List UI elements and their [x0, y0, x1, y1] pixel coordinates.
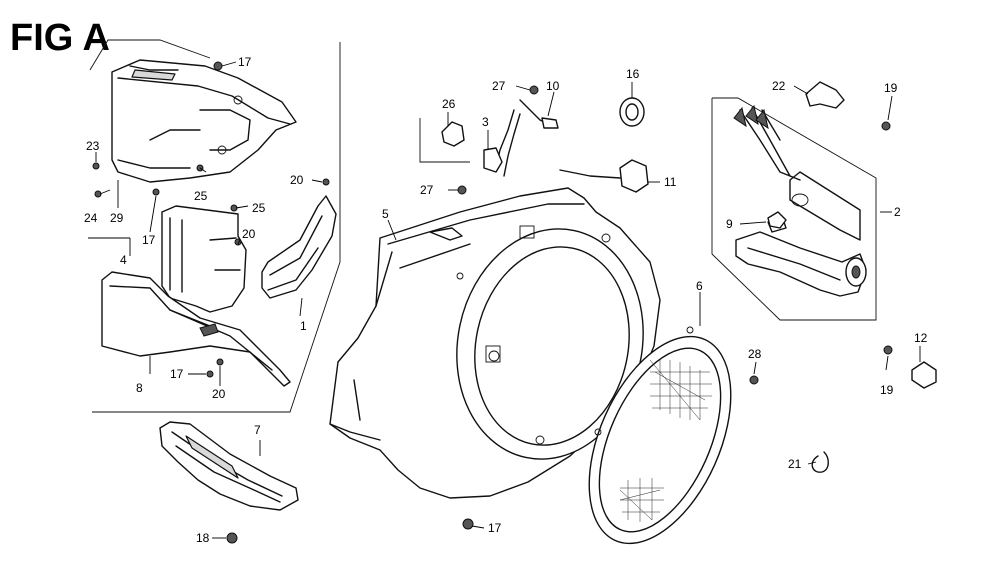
bolts [92, 61, 893, 544]
callout-22: 22 [772, 79, 786, 93]
callout-26: 26 [442, 97, 456, 111]
callout-21: 21 [788, 457, 802, 471]
callout-4: 4 [120, 253, 127, 267]
callout-11: 11 [664, 175, 677, 189]
part-16-plug-cap [619, 97, 645, 127]
callout-17-bottom: 17 [170, 367, 184, 381]
callout-3: 3 [482, 115, 489, 129]
callout-10: 10 [546, 79, 560, 93]
callout-27-top: 27 [492, 79, 506, 93]
callout-17-top: 17 [238, 55, 252, 69]
part-5-fan-shroud [329, 187, 661, 499]
left-group-outline [89, 39, 341, 413]
part-7-lower-shield [159, 421, 299, 511]
callout-1: 1 [300, 319, 307, 333]
callout-20-mid: 20 [242, 227, 256, 241]
callout-28: 28 [748, 347, 762, 361]
part-2-box-outline [711, 97, 877, 321]
callout-19-top: 19 [884, 81, 898, 95]
part-4-baffle-plate [161, 205, 247, 313]
leader-lines [88, 61, 921, 539]
figure-title: FIG A [10, 17, 110, 59]
callout-9: 9 [726, 217, 733, 231]
callout-labels: 1 2 3 4 5 6 7 8 9 10 11 12 16 17 17 17 1… [84, 55, 928, 545]
mesh-screen-upper [649, 359, 712, 421]
callout-18: 18 [196, 531, 210, 545]
part-11-sensor [559, 159, 649, 193]
callout-5: 5 [382, 207, 389, 221]
callout-17-left: 17 [142, 233, 156, 247]
callout-19-bottom: 19 [880, 383, 894, 397]
mesh-screen-lower [619, 478, 664, 522]
callout-25-right: 25 [252, 201, 266, 215]
callout-8: 8 [136, 381, 143, 395]
part-6-fan-guard [588, 326, 732, 545]
callout-27-mid: 27 [420, 183, 434, 197]
part-2-ignition-bracket [733, 104, 867, 297]
part-12-plug [911, 361, 937, 389]
part-3-clip [483, 147, 503, 173]
upper-cover-assembly [111, 59, 297, 183]
callout-2: 2 [894, 205, 901, 219]
part-26-grommet [419, 118, 470, 163]
callout-20-top: 20 [290, 173, 304, 187]
callout-12: 12 [914, 331, 928, 345]
part-22-clamp [805, 81, 845, 109]
callout-23: 23 [86, 139, 100, 153]
callout-29: 29 [110, 211, 124, 225]
part-8-guide-plate [101, 271, 291, 387]
callout-6: 6 [696, 279, 703, 293]
callout-17-shroud: 17 [488, 521, 502, 535]
callout-16: 16 [626, 67, 640, 81]
callout-20-bottom: 20 [212, 387, 226, 401]
part-9-wire-holder [767, 211, 787, 229]
callout-7: 7 [254, 423, 261, 437]
part-21-wire-clip [811, 451, 829, 473]
callout-24: 24 [84, 211, 98, 225]
callout-25-upper: 25 [194, 189, 208, 203]
part-1-shroud-piece [261, 195, 337, 299]
